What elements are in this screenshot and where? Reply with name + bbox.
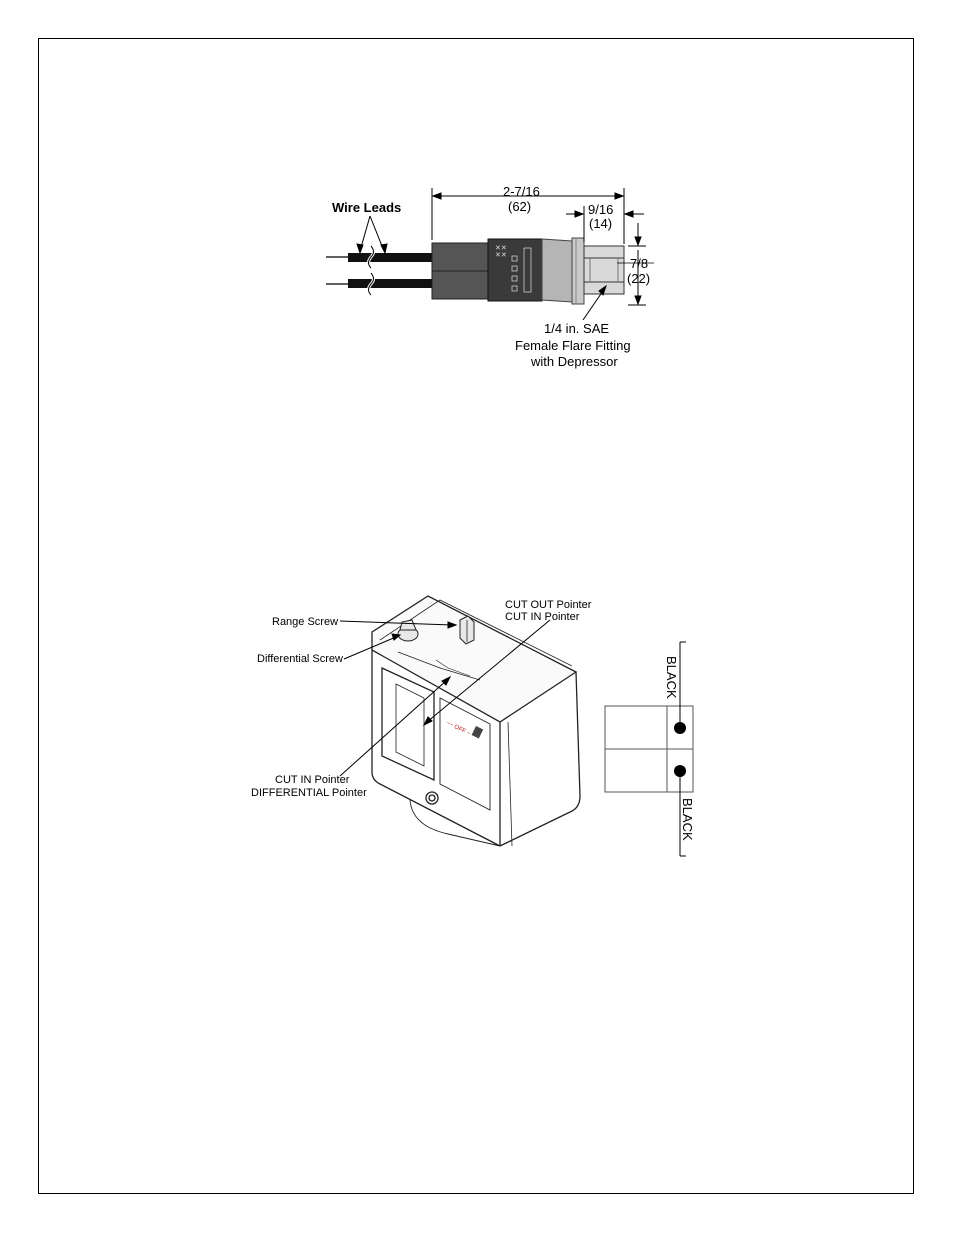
- hex-dim-inches: 9/16: [588, 202, 613, 217]
- height-dim-inches: 7/8: [630, 256, 648, 271]
- wire-leads: [326, 245, 432, 297]
- wire-leads-label: Wire Leads: [332, 200, 401, 215]
- dimension-lines: [431, 188, 654, 321]
- hex-dim-mm: (14): [589, 216, 612, 231]
- wire-top: [679, 641, 686, 727]
- control-housing: [371, 595, 581, 847]
- height-dim-mm: (22): [627, 271, 650, 286]
- cut-in-pointer-label-top: CUT IN Pointer: [505, 611, 580, 623]
- page-border: [38, 38, 914, 1194]
- cut-out-pointer-label: CUT OUT Pointer: [505, 599, 592, 611]
- differential-screw-label: Differential Screw: [257, 653, 343, 665]
- svg-text:✕✕: ✕✕: [495, 245, 507, 252]
- bottom-wire-label: BLACK: [680, 798, 695, 841]
- sensor-body: ✕✕ ✕✕: [431, 237, 625, 305]
- wire-leads-arrows: [356, 215, 388, 255]
- control-leaders: [339, 619, 551, 777]
- differential-screw: [397, 619, 419, 642]
- length-dim-inches: 2-7/16: [503, 184, 540, 199]
- range-screw-label: Range Screw: [272, 616, 338, 628]
- fitting-label-line2: Female Flare Fitting: [515, 338, 631, 353]
- svg-text:✕✕: ✕✕: [495, 252, 507, 259]
- length-dim-mm: (62): [508, 199, 531, 214]
- wire-bottom: [679, 771, 686, 857]
- fitting-label-line3: with Depressor: [530, 354, 618, 369]
- fitting-label-line1: 1/4 in. SAE: [544, 321, 609, 336]
- terminal-block: [604, 705, 694, 793]
- control-labels: Range Screw Differential Screw CUT OUT P…: [251, 599, 592, 799]
- differential-pointer-label: DIFFERENTIAL Pointer: [251, 787, 367, 799]
- terminal-bottom-dot: [674, 765, 686, 777]
- terminal-top-dot: [674, 722, 686, 734]
- cut-in-pointer-label-bottom: CUT IN Pointer: [275, 774, 350, 786]
- dimension-text: Wire Leads 2-7/16 (62) 9/16 (14) 7/8 (22…: [332, 184, 650, 369]
- range-screw: [459, 615, 475, 645]
- top-wire-label: BLACK: [664, 656, 679, 699]
